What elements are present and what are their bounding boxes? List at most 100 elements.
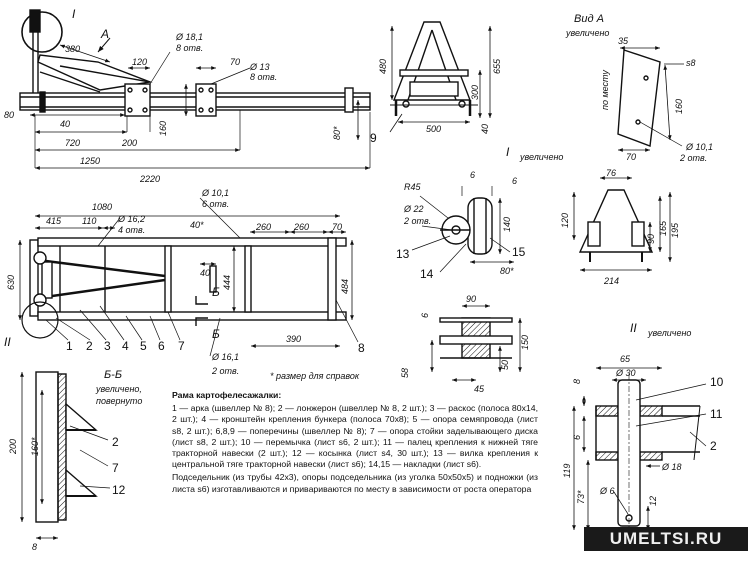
- view-a-title: Вид А: [574, 13, 604, 25]
- caption-extra: Подседельник (из трубы 42х3), опоры подс…: [172, 472, 538, 494]
- part-7-bb-label: 7: [112, 461, 119, 475]
- part-3-label: 3: [104, 339, 111, 353]
- view-ii-title: II: [630, 321, 637, 335]
- dim-2220: 2220: [139, 174, 160, 184]
- dim-500: 500: [426, 124, 441, 134]
- dim-630: 630: [6, 275, 16, 290]
- dim-165: 165: [658, 220, 668, 236]
- dim-40-side: 40: [480, 124, 490, 134]
- part-14-label: 14: [420, 267, 434, 281]
- part-8-label: 8: [358, 341, 365, 355]
- section-mark-b-bottom: Б: [212, 327, 220, 341]
- dim-po-mestu: по месту: [600, 70, 610, 110]
- dim-200-bb: 200: [8, 439, 18, 455]
- dim-hole-10-plan: Ø 10,1: [201, 188, 229, 198]
- dim-6-i-a: 6: [470, 170, 475, 180]
- view-i-subtitle: увеличено: [519, 152, 563, 162]
- dim-1080: 1080: [92, 202, 112, 212]
- part-2-label: 2: [86, 339, 93, 353]
- dim-hole-13: Ø 13: [249, 62, 270, 72]
- dim-195: 195: [670, 222, 680, 238]
- dim-655: 655: [492, 58, 502, 74]
- dim-6-small: 6: [420, 313, 430, 318]
- dim-50: 50: [500, 360, 510, 370]
- dim-110: 110: [82, 216, 96, 226]
- dim-6-i-b: 6: [512, 176, 517, 186]
- view-ii: [572, 366, 707, 530]
- main-top-labels: I A 380 Ø 18,1 8 отв. 120 70 Ø 13 8 отв.…: [4, 7, 342, 184]
- main-arrow-a: A: [100, 27, 109, 41]
- section-bb-subtitle-2: повернуто: [96, 396, 142, 406]
- part-2-bb-label: 2: [112, 435, 119, 449]
- dim-70-plan: 70: [332, 222, 342, 232]
- caption-heading: Рама картофелесажалки:: [172, 390, 282, 400]
- dim-200: 200: [121, 138, 137, 148]
- side-view-labels: 480 655 300 500 40 9: [370, 58, 502, 145]
- dim-80-star-i: 80*: [500, 266, 514, 276]
- dim-40: 40: [60, 119, 70, 129]
- view-i-labels: I увеличено R45 6 6 Ø 22 2 отв. 140 80* …: [396, 145, 563, 281]
- dim-s8: s8: [686, 58, 696, 68]
- dim-8-bb: 8: [32, 542, 37, 552]
- dim-90: 90: [646, 234, 656, 244]
- reference-note: * размер для справок: [270, 371, 360, 381]
- bracket-view: [572, 176, 672, 272]
- main-roman-i: I: [72, 7, 76, 21]
- dim-160-a: 160: [674, 99, 684, 114]
- part-2-ii-label: 2: [710, 439, 717, 453]
- dim-6-ii: 6: [572, 435, 582, 440]
- part-12-bb-label: 12: [112, 483, 126, 497]
- view-a: [617, 46, 684, 152]
- small-part-labels: 90 6 150 58 50 45: [400, 294, 530, 394]
- dim-390: 390: [286, 334, 301, 344]
- dim-160: 160: [158, 121, 168, 136]
- part-15-label: 15: [512, 245, 526, 259]
- dim-73-star: 73*: [576, 490, 586, 504]
- plan-view-labels: 1080 Ø 10,1 6 отв. 415 110 Ø 16,2 4 отв.…: [4, 188, 365, 376]
- site-watermark: UMELTSI.RU: [584, 527, 748, 551]
- dim-40-plan: 40: [200, 268, 210, 278]
- dim-58: 58: [400, 368, 410, 378]
- dim-1250: 1250: [80, 156, 100, 166]
- dim-dia-18: Ø 18: [661, 462, 682, 472]
- dim-76: 76: [606, 168, 616, 178]
- dim-484: 484: [340, 279, 350, 294]
- part-9-label: 9: [370, 131, 377, 145]
- figure-caption: Рама картофелесажалки: 1 — арка (швеллер…: [172, 390, 538, 497]
- section-mark-b-top: Б: [212, 285, 220, 299]
- dim-12: 12: [648, 496, 658, 506]
- plan-roman-ii: II: [4, 335, 11, 349]
- dim-90-small: 90: [466, 294, 476, 304]
- dim-hole-16: Ø 16,2: [117, 214, 145, 224]
- section-bb-subtitle-1: увеличено,: [95, 384, 142, 394]
- view-i: [411, 186, 514, 273]
- dim-300: 300: [470, 85, 480, 100]
- dim-holes-count-8-b: 8 отв.: [250, 72, 277, 82]
- part-6-label: 6: [158, 339, 165, 353]
- dim-720: 720: [65, 138, 80, 148]
- dim-70: 70: [230, 57, 240, 67]
- section-bb-labels: Б-Б увеличено, повернуто 200 160* 8 2 7 …: [8, 369, 142, 552]
- dim-8-ii: 8: [572, 379, 582, 384]
- section-bb-title: Б-Б: [104, 369, 122, 381]
- dim-holes-2-plan: 2 отв.: [211, 366, 239, 376]
- dim-140: 140: [502, 217, 512, 232]
- dim-dia-6: Ø 6: [599, 486, 615, 496]
- dim-hole-10-a: Ø 10,1: [685, 142, 713, 152]
- part-7-label: 7: [178, 339, 185, 353]
- dim-45: 45: [474, 384, 485, 394]
- dim-260-a: 260: [255, 222, 271, 232]
- side-view: [389, 21, 492, 133]
- part-13-label: 13: [396, 247, 410, 261]
- dim-r45: R45: [404, 182, 422, 192]
- dim-holes-4: 4 отв.: [118, 225, 145, 235]
- dim-70-a: 70: [626, 152, 636, 162]
- caption-body: 1 — арка (швеллер № 8); 2 — лонжерон (шв…: [172, 403, 538, 470]
- dim-214: 214: [603, 276, 619, 286]
- view-a-labels: Вид А увеличено 35 s8 по месту 160 70 Ø …: [565, 13, 713, 163]
- part-1-label: 1: [66, 339, 73, 353]
- dim-hole-16-1: Ø 16,1: [211, 352, 239, 362]
- view-ii-subtitle: увеличено: [647, 328, 691, 338]
- dim-444: 444: [222, 275, 232, 290]
